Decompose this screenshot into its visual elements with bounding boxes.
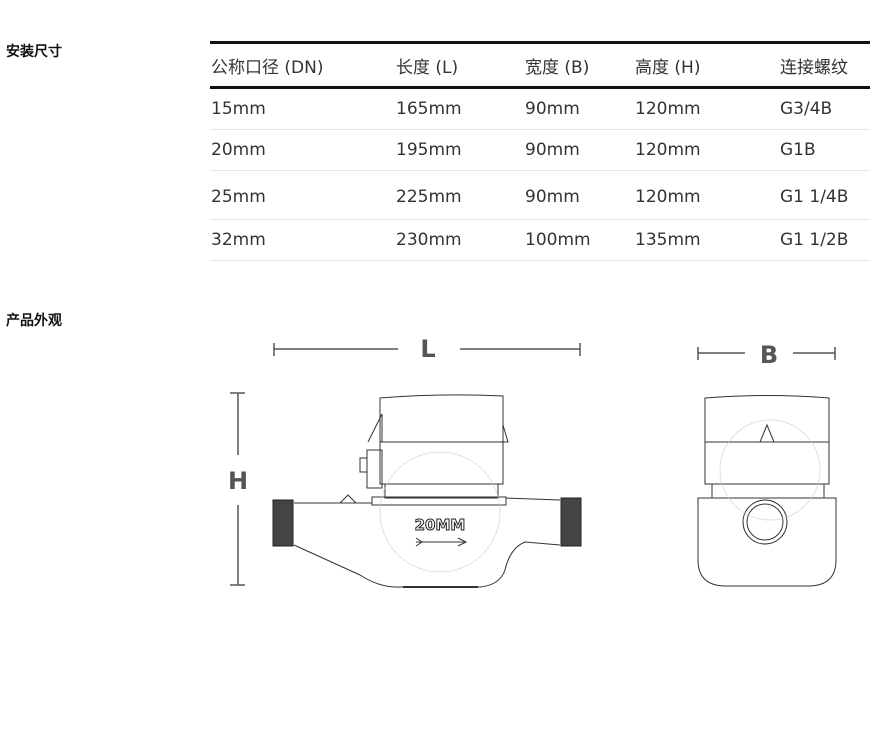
cell-dn: 20mm (210, 129, 395, 171)
cell-length: 165mm (395, 87, 524, 130)
cell-height: 120mm (634, 129, 779, 171)
cell-height: 120mm (634, 170, 779, 220)
header-width: 宽度 (B) (524, 41, 634, 89)
cell-width: 90mm (524, 129, 634, 171)
watermark (379, 419, 821, 573)
meter-front-view (697, 395, 837, 587)
table-header-row: 公称口径 (DN) 长度 (L) 宽度 (B) 高度 (H) 连接螺纹 (210, 41, 870, 89)
meter-side-view: 20MM (272, 394, 582, 588)
section-title-appearance: 产品外观 (6, 313, 62, 329)
cell-length: 225mm (395, 170, 524, 220)
dimension-table: 公称口径 (DN) 长度 (L) 宽度 (B) 高度 (H) 连接螺纹 15mm… (210, 41, 870, 261)
header-thread: 连接螺纹 (779, 41, 870, 89)
header-dn: 公称口径 (DN) (210, 41, 395, 89)
cell-thread: G1B (779, 129, 870, 171)
cell-thread: G3/4B (779, 87, 870, 130)
flow-arrow-icon (415, 537, 468, 547)
section-title-install-size: 安装尺寸 (6, 44, 62, 60)
cell-width: 90mm (524, 87, 634, 130)
size-marking: 20MM (415, 516, 466, 534)
cell-width: 90mm (524, 170, 634, 220)
cell-dn: 32mm (210, 219, 395, 261)
length-label: L (420, 335, 435, 363)
height-label: H (228, 467, 248, 495)
cell-height: 120mm (634, 87, 779, 130)
table-row: 15mm 165mm 90mm 120mm G3/4B (210, 87, 870, 130)
cell-width: 100mm (524, 219, 634, 261)
cell-dn: 15mm (210, 87, 395, 130)
width-label: B (760, 341, 778, 369)
cell-thread: G1 1/2B (779, 219, 870, 261)
cell-length: 195mm (395, 129, 524, 171)
header-height: 高度 (H) (634, 41, 779, 89)
width-dimension (697, 347, 836, 360)
table-row: 20mm 195mm 90mm 120mm G1B (210, 129, 870, 171)
cell-dn: 25mm (210, 170, 395, 220)
cell-thread: G1 1/4B (779, 170, 870, 220)
cell-height: 135mm (634, 219, 779, 261)
header-length: 长度 (L) (395, 41, 524, 89)
cell-length: 230mm (395, 219, 524, 261)
length-dimension (273, 343, 581, 356)
height-dimension (230, 392, 245, 586)
table-row: 25mm 225mm 90mm 120mm G1 1/4B (210, 170, 870, 220)
table-row: 32mm 230mm 100mm 135mm G1 1/2B (210, 219, 870, 261)
